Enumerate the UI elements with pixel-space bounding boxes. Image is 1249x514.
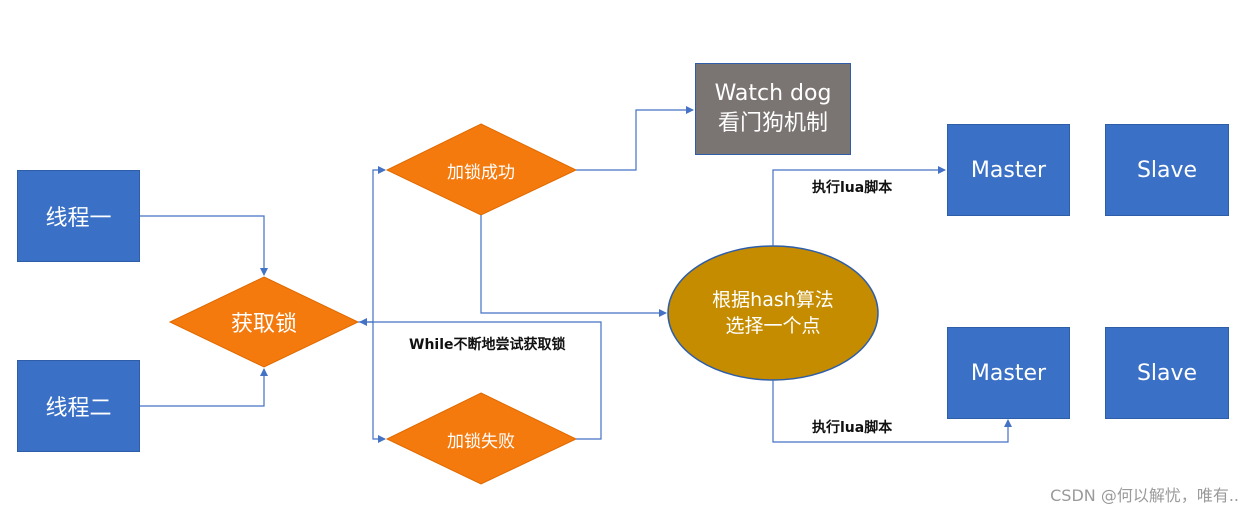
thread2-label: 线程二 [45, 396, 112, 421]
watchdog-line1: Watch dog [714, 81, 832, 106]
thread2-box: 线程二 [17, 360, 140, 452]
master2-label: Master [970, 360, 1047, 386]
edge-getlock-to-fail [372, 322, 386, 443]
get-lock-label: 获取锁 [230, 312, 297, 337]
edge-thread2-to-getlock [140, 368, 268, 407]
hash-select-line2: 选择一个点 [725, 315, 821, 337]
master2-box: Master [947, 327, 1070, 419]
master1-box: Master [947, 124, 1070, 216]
edge-success-to-hash [480, 215, 667, 317]
thread1-box: 线程一 [17, 170, 140, 262]
csdn-watermark: CSDN @何以解忧，唯有.. [1050, 486, 1239, 505]
thread1-label: 线程一 [45, 206, 112, 231]
edge-hash-to-master2 [772, 380, 1012, 443]
get-lock-diamond [168, 276, 360, 368]
edge-thread1-to-getlock [140, 215, 268, 276]
watchdog-box: Watch dog 看门狗机制 [695, 63, 851, 155]
exec-lua-bottom-label: 执行lua脚本 [812, 420, 893, 436]
edge-hash-to-master1 [772, 166, 946, 246]
lock-success-label: 加锁成功 [447, 162, 515, 183]
slave2-label: Slave [1136, 360, 1198, 386]
edge-success-to-watchdog [576, 106, 694, 171]
master1-label: Master [970, 157, 1047, 183]
edge-getlock-to-success [358, 166, 386, 323]
retry-edge-label: While不断地尝试获取锁 [409, 337, 566, 353]
edge-fail-retry-to-getlock [359, 318, 602, 440]
lock-fail-label: 加锁失败 [447, 431, 515, 452]
watchdog-line2: 看门狗机制 [717, 111, 828, 136]
slave1-box: Slave [1105, 124, 1229, 216]
slave1-label: Slave [1136, 157, 1198, 183]
hash-select-label: 根据hash算法 选择一个点 [688, 284, 858, 342]
hash-select-line1: 根据hash算法 [712, 289, 834, 311]
slave2-box: Slave [1105, 327, 1229, 419]
lock-fail-diamond [385, 392, 578, 485]
exec-lua-top-label: 执行lua脚本 [812, 180, 893, 196]
